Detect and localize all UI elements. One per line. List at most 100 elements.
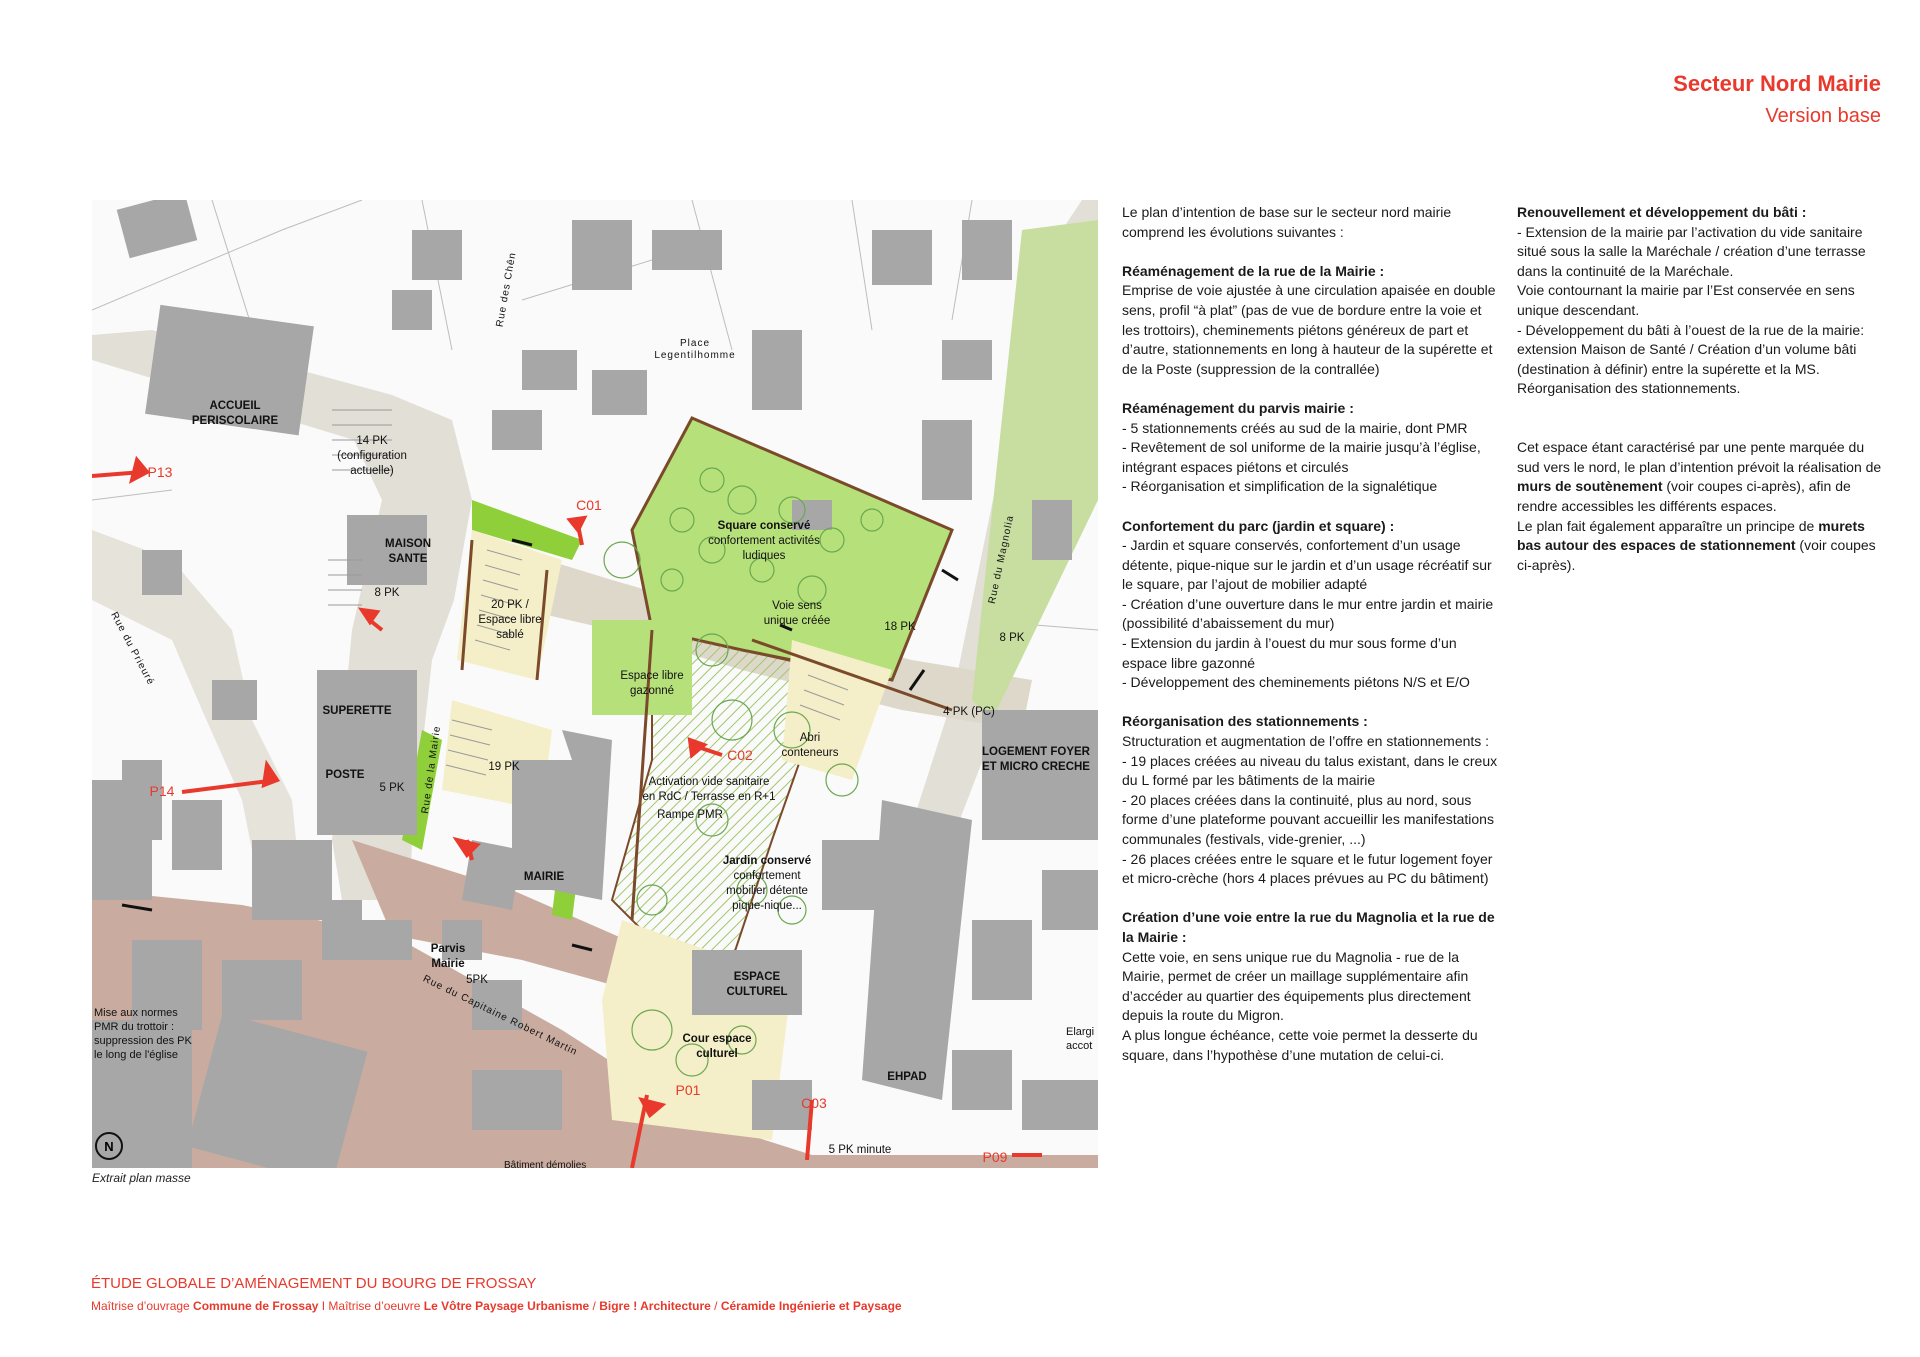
label-pk20a: 20 PK / (491, 599, 530, 611)
bold-text: Réaménagement du parvis mairie : (1122, 399, 1354, 416)
label-square-2: confortement activités (708, 535, 820, 547)
label-voie-1: Voie sens (772, 600, 822, 612)
label-pk4: 4 PK (PC) (943, 706, 995, 718)
building-poste (317, 755, 417, 835)
label-pk19: 19 PK (488, 761, 520, 773)
marker-c01: C01 (576, 497, 602, 513)
bold-text: Confortement du parc (jardin et square) … (1122, 517, 1395, 534)
label-gazon-1: Espace libre (620, 670, 683, 682)
label-gazon-2: gazonné (630, 685, 674, 697)
footer-credits: Maîtrise d’ouvrage Commune de Frossay I … (91, 1299, 902, 1313)
label-mairie: MAIRIE (524, 871, 565, 883)
parvis-plaza (352, 840, 672, 1000)
label-activation-1: Activation vide sanitaire (649, 776, 770, 788)
label-pk5-minute: 5 PK minute (829, 1144, 892, 1156)
label-pk14: 14 PK (356, 435, 388, 447)
label-pk8b: 8 PK (1000, 632, 1025, 644)
col1-paragraph-1: Le plan d’intention de base sur le secte… (1122, 204, 1452, 240)
bold-text: Réaménagement de la rue de la Mairie : (1122, 262, 1385, 279)
col2-paragraph-2: Cet espace étant caractérisé par une pen… (1517, 439, 1882, 573)
marker-c02: C02 (727, 747, 753, 763)
building-espace-culturel (692, 950, 802, 1015)
trees (603, 467, 884, 1077)
bold-text: Réorganisation des stationnements : (1122, 713, 1368, 730)
label-rampe: Rampe PMR (657, 809, 723, 821)
road-rue-du-prieure (92, 530, 302, 900)
footer-title: ÉTUDE GLOBALE D’AMÉNAGEMENT DU BOURG DE … (91, 1275, 537, 1292)
label-accueil-2: PERISCOLAIRE (192, 415, 279, 427)
building-accueil-periscolaire (145, 304, 314, 436)
label-pk14b: (configuration (337, 450, 407, 462)
label-jardin-1: Jardin conservé (723, 855, 811, 867)
marker-p14: P14 (150, 783, 175, 799)
north-arrow: N (95, 1132, 123, 1160)
label-parvis-2: Mairie (431, 958, 464, 970)
label-jardin-3: mobilier détente (726, 885, 808, 897)
marker-c03: C03 (801, 1095, 827, 1111)
label-batiment: Bâtiment démolies (504, 1160, 586, 1168)
building-logement-foyer (982, 710, 1098, 840)
label-espace-2: CULTUREL (726, 986, 787, 998)
label-pk5: 5 PK (380, 782, 405, 794)
col1-paragraph-6: Création d’une voie entre la rue du Magn… (1122, 909, 1495, 1063)
building-superette (317, 670, 417, 755)
col1-paragraph-4: Confortement du parc (jardin et square) … (1122, 517, 1494, 691)
label-parvis-1: Parvis (431, 943, 466, 955)
label-mise-3: suppression des PK (94, 1035, 192, 1047)
label-elargi-1: Elargi (1066, 1026, 1094, 1038)
section-markers (92, 455, 1042, 1168)
label-mise-1: Mise aux normes (94, 1007, 178, 1019)
label-ehpad: EHPAD (887, 1071, 926, 1083)
map-caption: Extrait plan masse (92, 1171, 191, 1185)
label-abri-2: conteneurs (782, 747, 839, 759)
bold-text: murets bas autour des espaces de station… (1517, 517, 1865, 554)
label-superette: SUPERETTE (322, 705, 391, 717)
walls (460, 539, 953, 921)
label-pk20c: sablé (496, 629, 524, 641)
col1-paragraph-2: Réaménagement de la rue de la Mairie :Em… (1122, 262, 1496, 377)
page-subtitle: Version base (1765, 105, 1881, 127)
label-logement-1: LOGEMENT FOYER (982, 746, 1091, 758)
bold-text: murs de soutènement (1517, 478, 1663, 495)
label-pk5b: 5PK (466, 974, 488, 986)
label-logement-2: ET MICRO CRECHE (982, 761, 1090, 773)
label-place-1: Place (680, 338, 710, 349)
label-pk18: 18 PK (884, 621, 916, 633)
buildings (92, 200, 1098, 1168)
label-elargi-2: accot (1066, 1040, 1092, 1052)
label-square-3: ludiques (743, 550, 786, 562)
label-mise-4: le long de l'église (94, 1049, 178, 1061)
label-poste: POSTE (326, 769, 365, 781)
col1-paragraph-5: Réorganisation des stationnements :Struc… (1122, 713, 1498, 887)
label-activation-2: en RdC / Terrasse en R+1 (642, 791, 775, 803)
marker-p01: P01 (676, 1082, 701, 1098)
road-verge (972, 220, 1098, 720)
col2-paragraph-1: Renouvellement et développement du bâti … (1517, 204, 1866, 397)
col1-paragraph-3: Réaménagement du parvis mairie :- 5 stat… (1122, 399, 1481, 495)
label-voie-2: unique créée (764, 615, 831, 627)
parking-18pk (782, 640, 892, 780)
text-column-1: Le plan d’intention de base sur le secte… (1122, 203, 1502, 1085)
bold-text: Céramide Ingénierie et Paysage (720, 1299, 902, 1313)
label-place-2: Legentilhomme (654, 350, 735, 361)
label-abri-1: Abri (800, 732, 820, 744)
label-cour-2: culturel (696, 1048, 738, 1060)
page-title: Secteur Nord Mairie (1673, 71, 1881, 96)
label-accueil-1: ACCUEIL (209, 400, 260, 412)
green-strip (472, 500, 582, 560)
label-square-1: Square conservé (718, 520, 811, 532)
espace-gazonne (592, 620, 692, 715)
bold-text: Le Vôtre Paysage Urbanisme (423, 1299, 590, 1313)
label-maison-1: MAISON (385, 538, 431, 550)
label-maison-2: SANTE (389, 553, 428, 565)
label-cour-1: Cour espace (682, 1033, 751, 1045)
bold-text: Création d’une voie entre la rue du Magn… (1122, 909, 1495, 945)
building-mairie-annexe (462, 840, 522, 910)
marker-p09: P09 (983, 1149, 1008, 1165)
bold-text: Bigre ! Architecture (599, 1299, 711, 1313)
north-letter: N (104, 1139, 113, 1154)
label-pk14c: actuelle) (350, 465, 394, 477)
traffic-arrows (121, 538, 959, 952)
label-jardin-4: pique-nique... (732, 900, 802, 912)
building-mairie (512, 730, 612, 900)
